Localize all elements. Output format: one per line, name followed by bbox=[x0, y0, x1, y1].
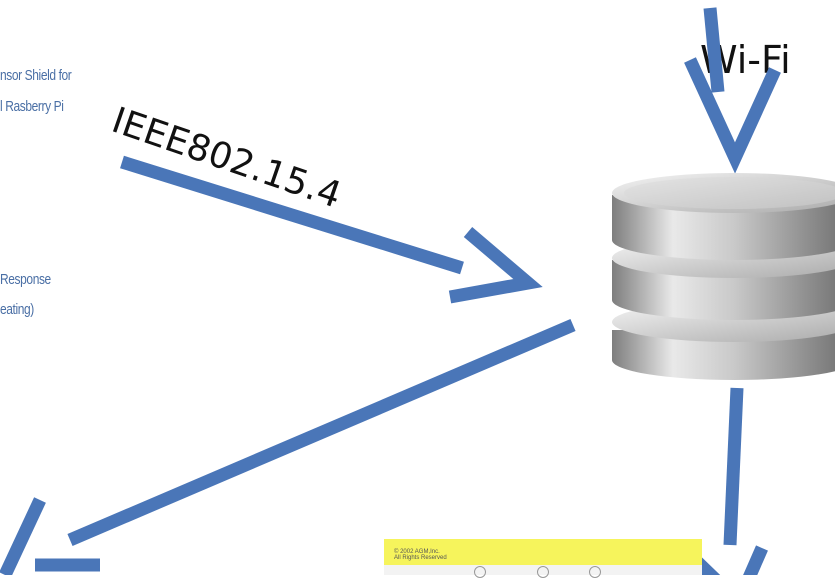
database-icon bbox=[612, 173, 835, 380]
footer-icon bbox=[589, 566, 601, 578]
footer-banner: © 2002 AGM,Inc. All Rights Reserved bbox=[384, 539, 702, 565]
rights-text: All Rights Reserved bbox=[394, 555, 447, 561]
footer-icon bbox=[537, 566, 549, 578]
footer-icon bbox=[474, 566, 486, 578]
sensor-shield-fragment: nsor Shield for bbox=[0, 67, 72, 84]
response-fragment: Response bbox=[0, 271, 51, 288]
arrow-icon bbox=[120, 155, 543, 304]
rasberry-pi-fragment: l Rasberry Pi bbox=[0, 98, 64, 115]
copyright-text: © 2002 AGM,Inc. bbox=[394, 549, 440, 555]
arrow-icon bbox=[0, 319, 576, 575]
heating-fragment: eating) bbox=[0, 301, 34, 318]
arrow-icon bbox=[684, 7, 781, 174]
